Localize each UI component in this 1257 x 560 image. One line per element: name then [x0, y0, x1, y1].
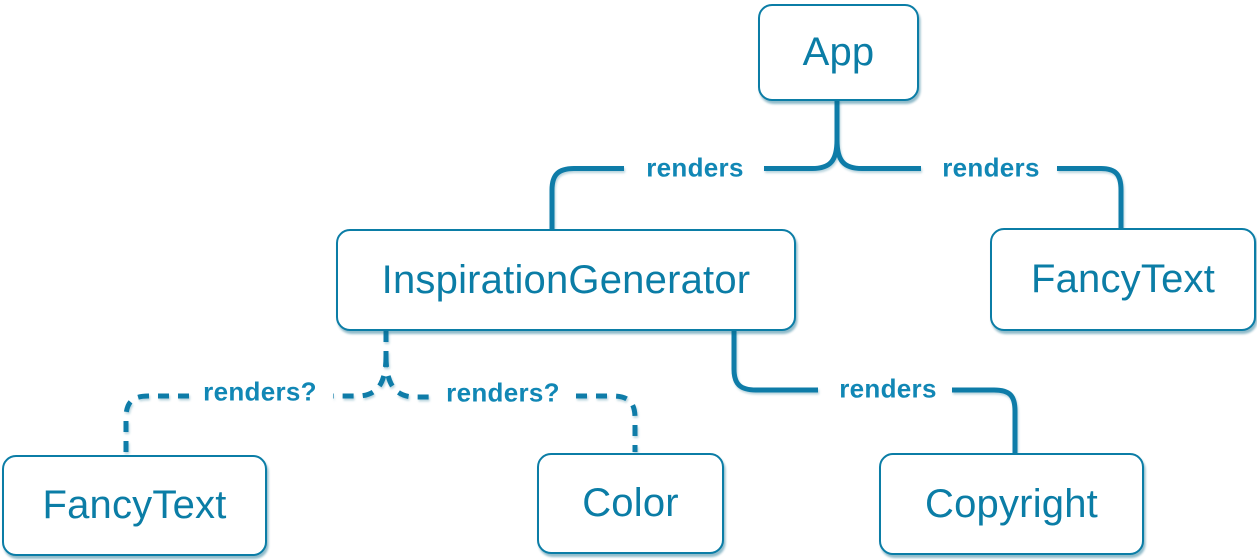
node-fancytext-top: FancyText [990, 228, 1256, 331]
node-fancytext-bottom: FancyText [2, 455, 267, 556]
node-app: App [758, 4, 919, 101]
node-copyright: Copyright [879, 453, 1144, 555]
edge-label-app-to-inspirationgenerator: renders [646, 152, 744, 183]
node-color: Color [537, 453, 724, 554]
edge-inspirationgenerator-to-copyright [731, 331, 1018, 453]
node-app-label: App [802, 30, 875, 74]
edge-app-to-fancytext [834, 139, 1124, 228]
node-inspirationgenerator-label: InspirationGenerator [381, 257, 751, 302]
edge-label-inspirationgenerator-to-copyright: renders [839, 373, 937, 404]
node-inspirationgenerator: InspirationGenerator [336, 229, 796, 331]
edge-inspirationgenerator-to-color [383, 355, 638, 452]
edge-label-app-to-fancytext: renders [942, 152, 1040, 183]
node-color-label: Color [582, 481, 679, 525]
node-fancytext-top-label: FancyText [1030, 257, 1216, 301]
edge-label-inspirationgenerator-to-fancytext: renders? [203, 376, 317, 407]
edge-label-inspirationgenerator-to-color: renders? [446, 377, 560, 408]
node-fancytext-bottom-label: FancyText [42, 483, 227, 527]
node-copyright-label: Copyright [925, 481, 1098, 526]
